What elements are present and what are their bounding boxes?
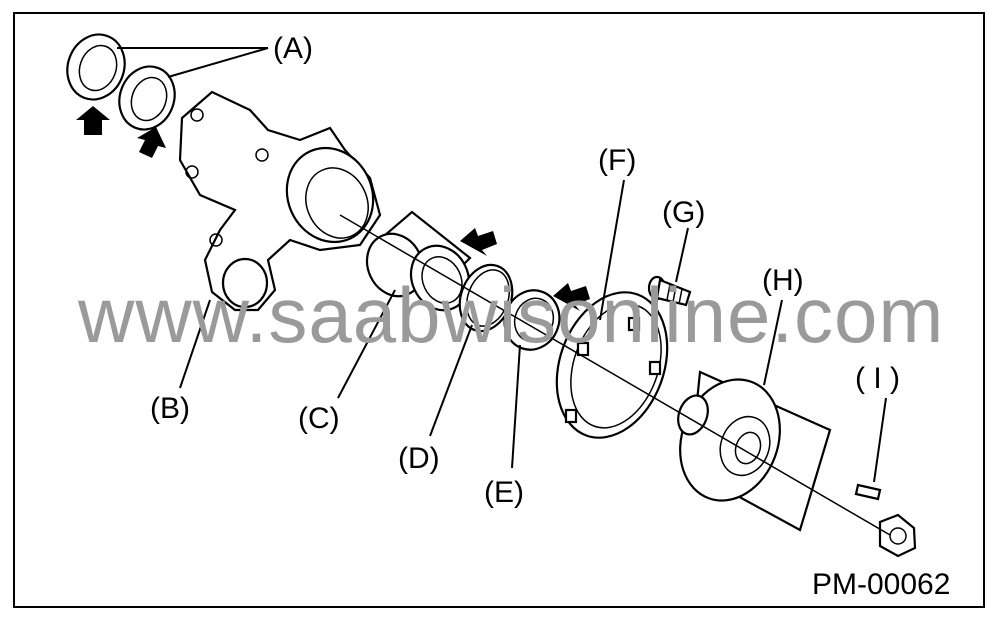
arrow-icon: [76, 106, 110, 135]
bearing-part: [365, 210, 472, 312]
arrow-icon: [460, 228, 497, 256]
leader-line-d: [429, 324, 473, 437]
leader-line-f: [599, 179, 625, 321]
label-d: (D): [398, 442, 440, 475]
arrow-icon: [553, 283, 590, 311]
label-b: (B): [150, 392, 190, 425]
oil-seal-inner: [118, 65, 176, 131]
label-e: (E): [484, 476, 524, 509]
snap-ring-part: [458, 263, 514, 333]
leader-line-c: [337, 289, 396, 399]
figure-code: PM-00062: [812, 568, 950, 601]
label-f: (F): [598, 144, 636, 177]
assembly-axis-line: [339, 214, 891, 536]
bolt-part: [647, 275, 692, 307]
hub-part: [677, 370, 832, 532]
leader-line-b: [179, 299, 211, 389]
arrow-icon: [137, 127, 166, 158]
leader-line-i: [873, 397, 887, 483]
label-g: (G): [662, 196, 705, 229]
leader-line-a: [117, 47, 269, 78]
leader-line-g: [675, 227, 689, 283]
leader-line-e: [511, 344, 521, 469]
nut-part: [878, 513, 917, 558]
housing-part: [178, 90, 382, 312]
baffle-plate-part: [555, 291, 669, 439]
label-a: (A): [273, 32, 313, 65]
screw-part: [854, 483, 882, 501]
watermark-text: www.saabwisonline.com: [77, 271, 944, 359]
leader-line-h: [763, 299, 783, 386]
label-c: (C): [298, 402, 340, 435]
oil-seal-outer: [66, 33, 126, 101]
label-h: (H): [762, 264, 804, 297]
diagram-frame: [13, 12, 985, 608]
label-i: ( I ): [855, 362, 900, 395]
